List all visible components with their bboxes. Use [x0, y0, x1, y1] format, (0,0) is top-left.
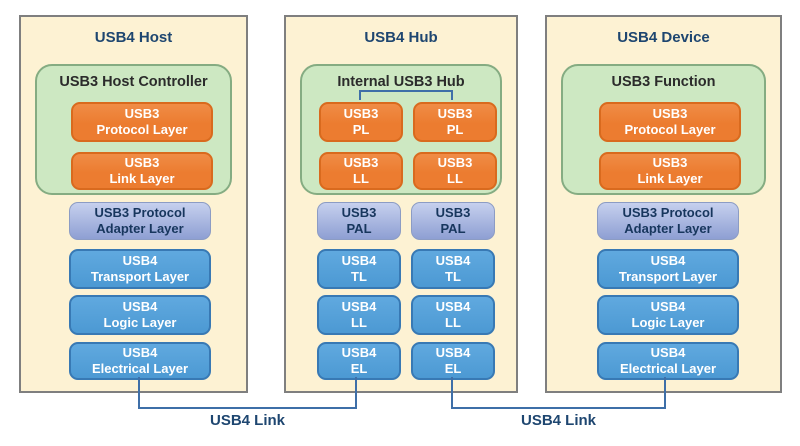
layer-line1: USB4: [122, 345, 158, 361]
hub-usb4-tl-box-right: USB4 TL: [411, 249, 495, 289]
layer-line1: USB4: [122, 299, 158, 315]
device-usb3-link-layer-box: USB3 Link Layer: [599, 152, 741, 190]
layer-line1: USB4: [435, 299, 471, 315]
layer-line2: Protocol Layer: [624, 122, 716, 137]
layer-line2: Logic Layer: [631, 315, 705, 330]
hub-usb4-el-box-left: USB4 EL: [317, 342, 401, 380]
layer-line1: USB4: [435, 345, 471, 361]
layer-line1: USB3: [343, 155, 379, 171]
device-usb3-protocol-layer-box: USB3 Protocol Layer: [599, 102, 741, 142]
layer-line1: USB3: [341, 205, 377, 221]
layer-line1: USB3 Protocol: [94, 205, 186, 221]
layer-line1: USB4: [341, 253, 377, 269]
usb4-link-label-right: USB4 Link: [520, 412, 596, 429]
hub-usb3-pal-box-right: USB3 PAL: [411, 202, 495, 240]
layer-line2: LL: [445, 315, 461, 330]
device-usb4-logic-layer-box: USB4 Logic Layer: [597, 295, 739, 335]
layer-line1: USB3: [652, 106, 688, 122]
layer-line1: USB3: [652, 155, 688, 171]
hub-usb4-ll-box-right: USB4 LL: [411, 295, 495, 335]
host-usb4-transport-layer-box: USB4 Transport Layer: [69, 249, 211, 289]
layer-line1: USB3: [437, 106, 473, 122]
layer-line2: Logic Layer: [103, 315, 177, 330]
internal-usb3-hub-box: Internal USB3 Hub USB3 PL USB3 PL USB3 L…: [300, 64, 502, 195]
hub-usb4-tl-box-left: USB4 TL: [317, 249, 401, 289]
hub-usb3-ll-box-left: USB3 LL: [319, 152, 403, 190]
layer-line2: LL: [447, 171, 463, 186]
layer-line2: EL: [350, 361, 368, 376]
layer-line1: USB3: [343, 106, 379, 122]
layer-line1: USB4: [650, 345, 686, 361]
usb4-hub-title: USB4 Hub: [364, 29, 438, 46]
layer-line1: USB4: [650, 253, 686, 269]
hub-usb4-el-box-right: USB4 EL: [411, 342, 495, 380]
usb4-host-panel: USB4 Host USB3 Host Controller USB3 Prot…: [19, 15, 248, 393]
host-usb3-link-layer-box: USB3 Link Layer: [71, 152, 213, 190]
usb3-host-controller-label: USB3 Host Controller: [59, 74, 208, 90]
layer-line2: PL: [352, 122, 370, 137]
layer-line2: Transport Layer: [618, 269, 718, 284]
layer-line1: USB4: [341, 345, 377, 361]
internal-usb3-hub-label: Internal USB3 Hub: [337, 74, 465, 90]
layer-line2: Electrical Layer: [91, 361, 189, 376]
device-usb4-transport-layer-box: USB4 Transport Layer: [597, 249, 739, 289]
layer-line2: Adapter Layer: [96, 221, 184, 236]
layer-line1: USB3 Protocol: [622, 205, 714, 221]
layer-line2: Protocol Layer: [96, 122, 188, 137]
host-usb4-logic-layer-box: USB4 Logic Layer: [69, 295, 211, 335]
layer-line1: USB4: [435, 253, 471, 269]
layer-line2: TL: [445, 269, 461, 284]
usb3-hub-connector-line: [359, 90, 453, 100]
hub-usb3-pl-box-right: USB3 PL: [413, 102, 497, 142]
usb4-device-panel: USB4 Device USB3 Function USB3 Protocol …: [545, 15, 782, 393]
layer-line2: PAL: [440, 221, 466, 236]
usb4-hub-panel: USB4 Hub Internal USB3 Hub USB3 PL USB3 …: [284, 15, 518, 393]
usb3-function-box: USB3 Function USB3 Protocol Layer USB3 L…: [561, 64, 766, 195]
host-usb4-electrical-layer-box: USB4 Electrical Layer: [69, 342, 211, 380]
layer-line1: USB3: [435, 205, 471, 221]
usb4-device-title: USB4 Device: [617, 29, 710, 46]
layer-line2: Transport Layer: [90, 269, 190, 284]
hub-usb4-ll-box-left: USB4 LL: [317, 295, 401, 335]
layer-line2: Link Layer: [109, 171, 175, 186]
usb4-link-line-right: [451, 377, 666, 409]
layer-line1: USB4: [122, 253, 158, 269]
layer-line2: LL: [353, 171, 369, 186]
usb4-link-line-left: [138, 377, 357, 409]
layer-line1: USB4: [650, 299, 686, 315]
layer-line1: USB3: [437, 155, 473, 171]
layer-line1: USB3: [124, 106, 160, 122]
usb3-host-controller-box: USB3 Host Controller USB3 Protocol Layer…: [35, 64, 232, 195]
hub-usb3-pl-box-left: USB3 PL: [319, 102, 403, 142]
layer-line2: LL: [351, 315, 367, 330]
layer-line2: Adapter Layer: [624, 221, 712, 236]
layer-line2: Electrical Layer: [619, 361, 717, 376]
layer-line2: PAL: [346, 221, 372, 236]
hub-usb3-ll-box-right: USB3 LL: [413, 152, 497, 190]
device-usb3-protocol-adapter-layer-box: USB3 Protocol Adapter Layer: [597, 202, 739, 240]
host-usb3-protocol-layer-box: USB3 Protocol Layer: [71, 102, 213, 142]
layer-line2: Link Layer: [637, 171, 703, 186]
usb3-function-label: USB3 Function: [611, 74, 716, 90]
usb4-link-label-left: USB4 Link: [209, 412, 285, 429]
layer-line1: USB4: [341, 299, 377, 315]
hub-usb3-pal-box-left: USB3 PAL: [317, 202, 401, 240]
host-usb3-protocol-adapter-layer-box: USB3 Protocol Adapter Layer: [69, 202, 211, 240]
usb4-host-title: USB4 Host: [94, 29, 173, 46]
layer-line2: PL: [446, 122, 464, 137]
layer-line2: TL: [351, 269, 367, 284]
device-usb4-electrical-layer-box: USB4 Electrical Layer: [597, 342, 739, 380]
layer-line1: USB3: [124, 155, 160, 171]
layer-line2: EL: [444, 361, 462, 376]
